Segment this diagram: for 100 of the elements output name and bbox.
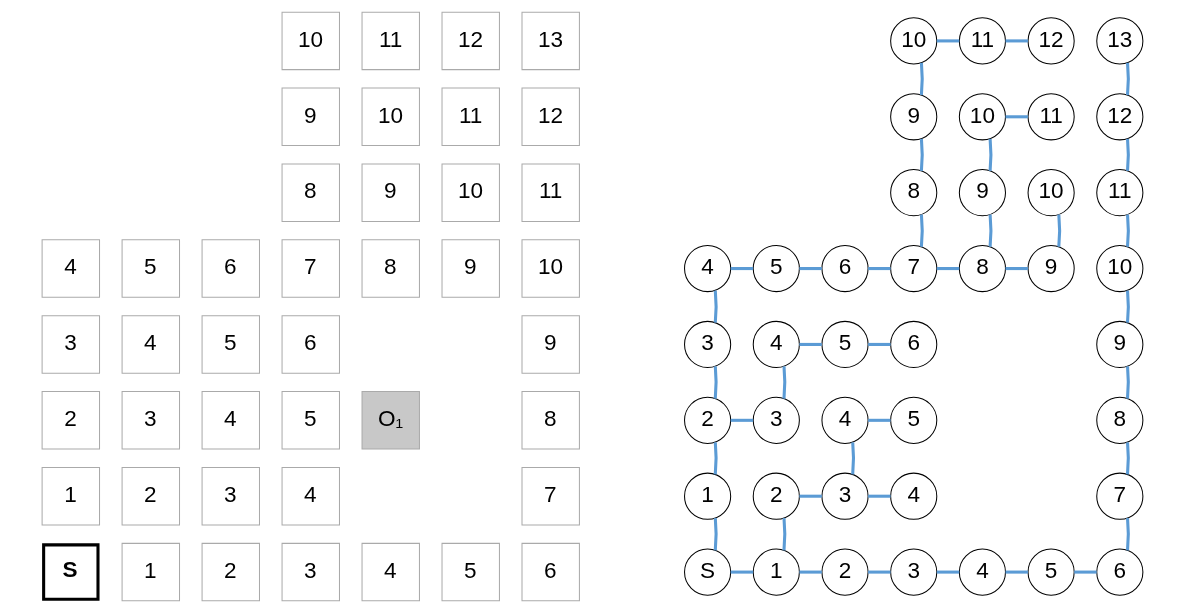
- node-circle: 10: [890, 17, 938, 65]
- node-circle: 12: [1027, 17, 1075, 65]
- connector: [713, 366, 718, 399]
- connector: [1074, 570, 1097, 574]
- label: 10: [297, 26, 324, 52]
- label: 9: [544, 330, 557, 356]
- connector: [1005, 267, 1028, 271]
- connector: [919, 62, 924, 96]
- node-circle: 9: [1096, 320, 1144, 369]
- node-circle: 6: [890, 320, 938, 369]
- node-circle: 12: [1096, 93, 1144, 141]
- label: 6: [544, 557, 557, 583]
- node-circle: 3: [684, 320, 732, 369]
- node-circle: 4: [684, 244, 732, 293]
- connector: [782, 518, 787, 551]
- node-circle: 5: [1027, 548, 1075, 596]
- label: 4: [144, 330, 157, 356]
- node-circle: 4: [958, 548, 1006, 596]
- label: 2: [144, 481, 157, 507]
- node-circle: 6: [821, 244, 869, 293]
- connector: [919, 138, 924, 172]
- connector: [1126, 290, 1130, 323]
- label: 5: [464, 557, 477, 583]
- connector: [936, 267, 960, 271]
- node-circle: 11: [1096, 169, 1144, 217]
- connector: [799, 342, 822, 346]
- connector: [799, 494, 822, 498]
- connector: [1126, 366, 1130, 399]
- connector: [868, 342, 891, 346]
- node-circle: 8: [958, 244, 1006, 293]
- node-circle: 5: [821, 320, 869, 369]
- label: 6: [224, 254, 237, 280]
- label: 9: [384, 178, 397, 204]
- label: 9: [464, 254, 477, 280]
- connector: [868, 418, 891, 422]
- node-circle: 2: [821, 548, 869, 596]
- label: S: [62, 556, 78, 582]
- label: 13: [537, 26, 563, 52]
- label: 5: [224, 330, 237, 356]
- connector: [730, 267, 754, 271]
- node-circle: 3: [821, 472, 869, 520]
- connector: [936, 570, 960, 574]
- connector: [1126, 518, 1130, 551]
- node-circle: 8: [1096, 396, 1144, 444]
- connector: [868, 494, 891, 498]
- node-circle: 5: [890, 396, 938, 444]
- node-circle: 5: [752, 244, 800, 293]
- connector: [1126, 214, 1130, 247]
- label: 3: [144, 406, 157, 432]
- label: 12: [537, 102, 563, 128]
- node-circle: 10: [1027, 169, 1075, 217]
- label: 8: [384, 254, 397, 280]
- label: 9: [304, 102, 317, 128]
- label: 2: [224, 557, 237, 583]
- label: 8: [304, 178, 317, 204]
- connector: [799, 267, 822, 271]
- node-circle: 11: [1027, 93, 1075, 141]
- node-circle: 2: [752, 472, 800, 520]
- node-circle: 10: [1096, 244, 1144, 293]
- node-circle: 4: [752, 320, 800, 369]
- label: 5: [304, 406, 317, 432]
- label: 10: [457, 178, 484, 204]
- connector: [868, 267, 891, 271]
- connector: [730, 418, 754, 422]
- label: 4: [64, 254, 77, 280]
- connector: [713, 518, 718, 551]
- node-circle: 7: [890, 244, 938, 293]
- connector: [1126, 138, 1130, 172]
- label: 2: [64, 406, 77, 432]
- node-circle: S: [684, 548, 732, 596]
- node-circle: 2: [684, 396, 732, 444]
- label: 10: [377, 102, 404, 128]
- connector: [1005, 570, 1028, 574]
- connector: [851, 442, 855, 475]
- label: 3: [304, 557, 317, 583]
- connector: [799, 570, 822, 574]
- label: 5: [144, 254, 157, 280]
- node-circle: 9: [890, 93, 938, 141]
- connector: [1126, 442, 1130, 475]
- connector: [1057, 214, 1062, 247]
- label: 4: [224, 406, 237, 432]
- node-circle: 9: [1027, 244, 1075, 293]
- node-circle: 3: [890, 548, 938, 596]
- label: 6: [304, 330, 317, 356]
- connector: [1005, 115, 1028, 119]
- label: 11: [458, 102, 483, 128]
- node-circle: 1: [752, 548, 800, 596]
- node-circle: 6: [1096, 548, 1144, 596]
- connector: [1005, 39, 1028, 43]
- label: 4: [304, 481, 317, 507]
- connector: [782, 366, 787, 399]
- label: 1: [64, 481, 77, 507]
- label: 7: [544, 481, 557, 507]
- connector: [919, 214, 924, 247]
- label: 11: [538, 178, 563, 204]
- node-circle: 7: [1096, 472, 1144, 520]
- connector: [988, 214, 993, 247]
- connector: [988, 138, 993, 172]
- connector: [713, 442, 718, 475]
- label: O₁: [377, 406, 404, 432]
